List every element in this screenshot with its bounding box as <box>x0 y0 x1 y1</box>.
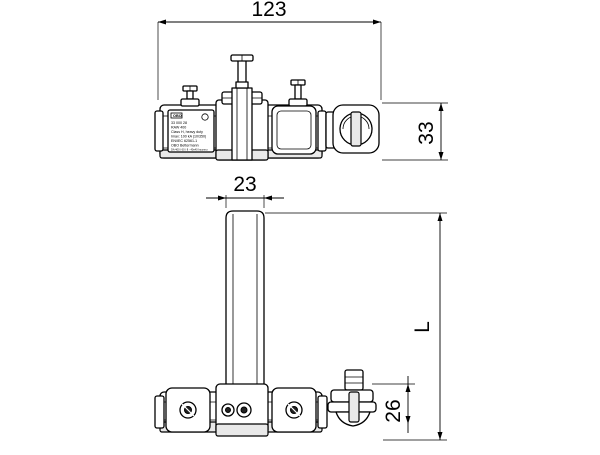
dimension-top-width: 123 <box>157 0 382 100</box>
dimension-label-bottom-height: 26 <box>382 399 405 422</box>
dimension-label-rod-width: 23 <box>233 173 256 196</box>
bottom-center-screw-icon <box>236 402 252 418</box>
label-line-2: RAW 400 <box>171 126 186 130</box>
bottom-left-screw-icon <box>179 401 197 419</box>
rod-side-view <box>225 210 265 393</box>
side-bolt-icon <box>327 369 377 427</box>
bottom-right-screw-icon <box>285 401 303 419</box>
label-line-5: EN/IEC 62561-1 <box>171 139 197 143</box>
obo-logo-icon <box>170 112 183 119</box>
label-line-1: 33 000 28 <box>171 121 187 125</box>
label-line-3: Class H, heavy duty <box>171 130 203 134</box>
bottom-center-left-screw-icon <box>221 403 235 417</box>
right-screw-icon <box>288 79 308 107</box>
label-line-4: Imax: 100 kA (10/350) <box>171 135 206 139</box>
ce-mark-icon <box>201 113 209 121</box>
dimension-bottom-height: 26 <box>372 376 415 433</box>
dimension-label-length: L <box>411 321 434 333</box>
label-line-7: DA 400 / 60 / 8 - 40x40 Inconnu <box>171 148 208 152</box>
rod-section-top <box>231 87 253 161</box>
label-line-6: OBO Bettermann <box>171 144 199 148</box>
dimension-top-height: 33 <box>382 102 448 161</box>
svg-text:OBO: OBO <box>173 114 182 118</box>
label-plate <box>167 109 215 153</box>
top-view-component: OBO 33 000 28 RAW 400 Class H, heavy dut… <box>154 54 380 161</box>
left-screw-icon <box>180 85 200 107</box>
right-contact-block <box>271 105 317 155</box>
dimension-label-top-height: 33 <box>415 121 438 144</box>
dimension-label-top-width: 123 <box>251 0 286 21</box>
dimension-length: L <box>265 212 447 441</box>
dimension-rod-width: 23 <box>206 173 284 208</box>
bottom-assembly <box>154 369 377 437</box>
